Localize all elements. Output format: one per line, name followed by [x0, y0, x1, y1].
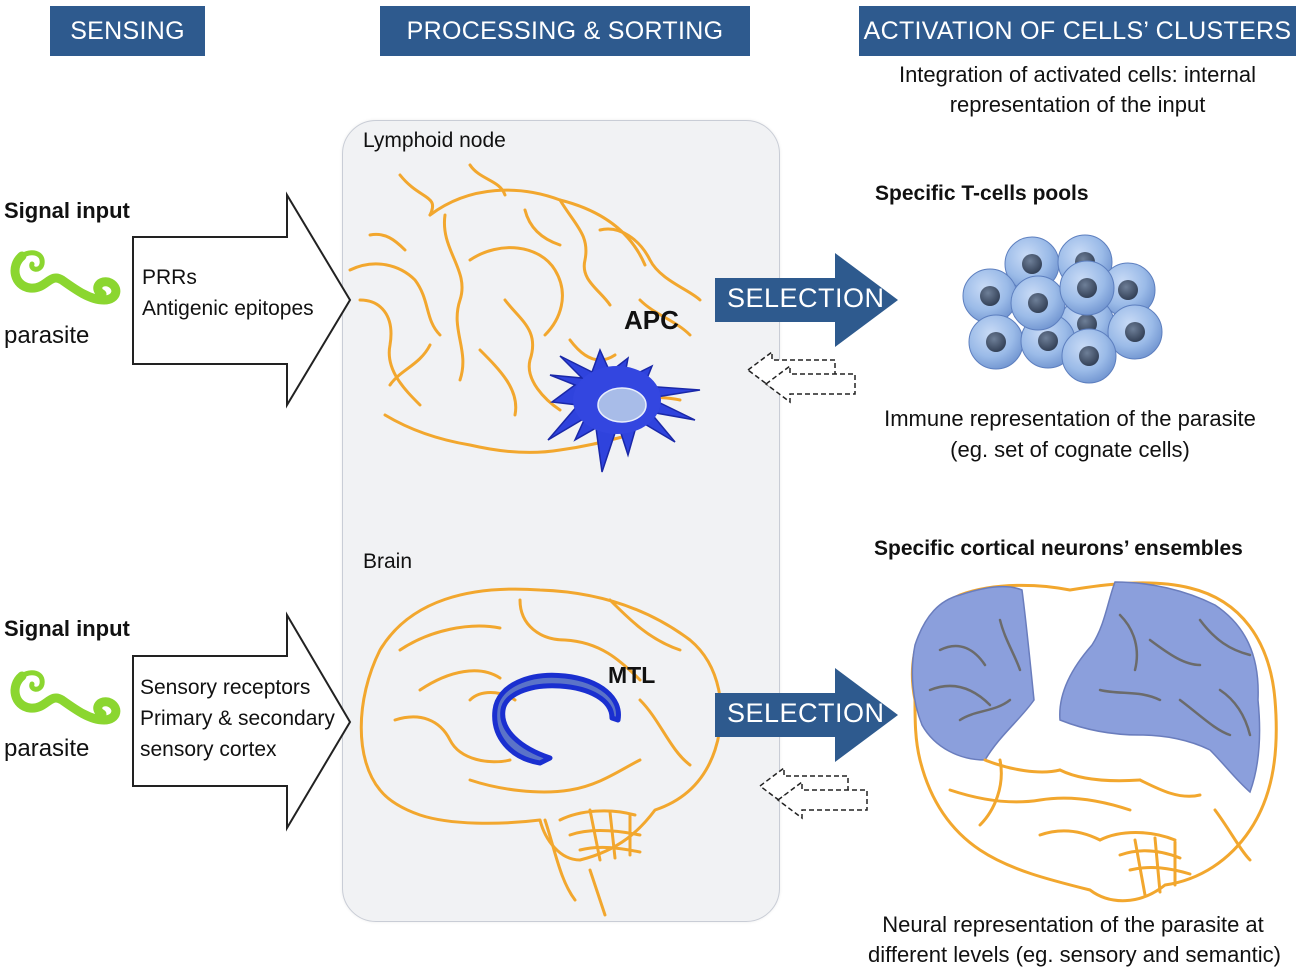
mtl-label: MTL	[608, 662, 656, 688]
brain-label: Brain	[363, 550, 413, 573]
lymphoid-node-network	[348, 163, 702, 454]
apc-cell	[547, 348, 701, 473]
t-cell	[968, 314, 1024, 370]
t-cell-pool	[962, 234, 1163, 384]
integration-note-line2: representation of the input	[949, 92, 1206, 117]
feedback-arrow	[746, 350, 856, 404]
input-arrow-top	[132, 191, 352, 409]
cortical-ensemble-title: Specific cortical neurons’ ensembles	[874, 537, 1243, 560]
t-cell	[962, 268, 1018, 324]
input-line-sensory-cortex: sensory cortex	[140, 738, 277, 761]
apc-label: APC	[624, 305, 679, 335]
header-activation: ACTIVATION OF CELLS’ CLUSTERS	[859, 6, 1296, 56]
t-cell	[1061, 328, 1117, 384]
parasite-icon	[10, 670, 121, 725]
feedback-arrow	[758, 766, 868, 820]
parasite-label-top: parasite	[4, 322, 90, 349]
header-sensing: SENSING	[50, 6, 205, 56]
selection-arrow-bottom	[715, 668, 898, 762]
neural-representation-line1: Neural representation of the parasite at	[882, 912, 1264, 937]
input-arrow-bottom	[132, 611, 352, 832]
processing-panel	[342, 120, 780, 922]
input-line-sensory-receptors: Sensory receptors	[140, 676, 311, 699]
integration-note-line1: Integration of activated cells: internal	[898, 62, 1257, 87]
input-line-epitopes: Antigenic epitopes	[142, 297, 314, 320]
t-cell-pool-title: Specific T-cells pools	[875, 182, 1089, 205]
neural-representation-line2: different levels (eg. sensory and semant…	[868, 942, 1281, 967]
t-cell	[1107, 304, 1163, 360]
t-cell	[1059, 260, 1115, 316]
immune-representation-line2: (eg. set of cognate cells)	[950, 437, 1190, 462]
selection-arrow-top	[715, 253, 898, 347]
cortex-brain	[910, 581, 1278, 903]
signal-input-label-bottom: Signal input	[4, 616, 130, 641]
immune-representation-line1: Immune representation of the parasite	[884, 406, 1256, 431]
cortical-ensemble-right	[1059, 581, 1261, 794]
parasite-icon	[10, 250, 121, 305]
lymphoid-node-label: Lymphoid node	[363, 129, 506, 152]
input-line-prrs: PRRs	[142, 266, 197, 289]
header-processing: PROCESSING & SORTING	[380, 6, 750, 56]
mtl-region	[492, 672, 621, 766]
input-line-primary-secondary: Primary & secondary	[140, 707, 335, 730]
t-cell	[1010, 275, 1066, 331]
selection-label-top: SELECTION	[727, 283, 885, 313]
parasite-label-bottom: parasite	[4, 735, 90, 762]
signal-input-label-top: Signal input	[4, 198, 130, 223]
selection-label-bottom: SELECTION	[727, 698, 885, 728]
